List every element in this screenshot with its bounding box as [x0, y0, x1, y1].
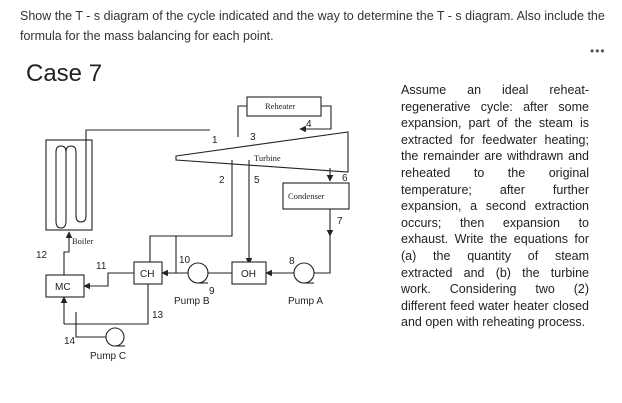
- point-10-label: 10: [179, 255, 191, 266]
- more-options-icon[interactable]: •••: [590, 44, 606, 58]
- pump-c-label: Pump C: [90, 351, 126, 362]
- ch-label: CH: [140, 269, 154, 280]
- turbine-shape: [175, 131, 349, 173]
- point-2-label: 2: [219, 175, 225, 186]
- point-7-label: 7: [337, 216, 343, 227]
- point-1-label: 1: [212, 135, 218, 146]
- point-9-label: 9: [209, 286, 215, 297]
- point-3-label: 3: [250, 132, 256, 143]
- point-4-label: 4: [306, 119, 312, 130]
- boiler-coil: [65, 129, 210, 223]
- pump-a-label: Pump A: [288, 296, 323, 307]
- point-13-label: 13: [152, 310, 164, 321]
- pump-b-label: Pump B: [174, 296, 210, 307]
- boiler-label: Boiler: [72, 236, 93, 246]
- mc-label: MC: [55, 282, 71, 293]
- point-14-label: 14: [64, 336, 76, 347]
- condenser-label: Condenser: [288, 191, 325, 201]
- problem-statement: Assume an ideal reheat-regenerative cycl…: [401, 83, 589, 330]
- pump-b-circle: [187, 262, 209, 284]
- condenser-box: [282, 182, 350, 210]
- pump-a-circle: [293, 262, 315, 284]
- boiler-box: [45, 139, 93, 231]
- case-title: Case 7: [26, 60, 103, 87]
- point-11-label: 11: [96, 261, 107, 272]
- reheater-label: Reheater: [265, 101, 295, 111]
- turbine-label: Turbine: [254, 153, 281, 163]
- point-8-label: 8: [289, 256, 295, 267]
- point-5-label: 5: [254, 175, 260, 186]
- question-text: Show the T - s diagram of the cycle indi…: [20, 9, 605, 43]
- oh-label: OH: [241, 269, 256, 280]
- point-6-label: 6: [342, 173, 348, 184]
- pump-c-circle: [105, 327, 125, 347]
- point-12-label: 12: [36, 250, 48, 261]
